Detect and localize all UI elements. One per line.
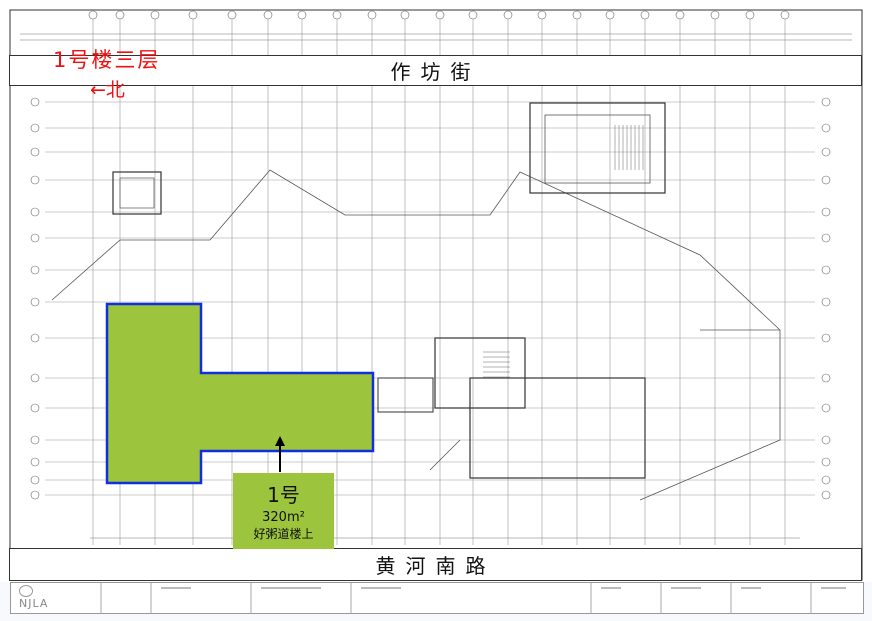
grid-axis-bubble — [30, 435, 40, 445]
grid-axis-bubble — [150, 10, 160, 20]
grid-axis-bubble — [468, 10, 478, 20]
grid-axis-bubble — [821, 207, 831, 217]
grid-axis-bubble — [821, 333, 831, 343]
grid-axis-bubble — [188, 10, 198, 20]
stair-core-west-inner — [119, 177, 155, 209]
grid-axis-bubble — [30, 97, 40, 107]
unit-area: 320m² — [262, 510, 305, 525]
grid-axis-bubble — [821, 457, 831, 467]
stair-core-center — [434, 337, 526, 409]
grid-axis-bubble — [30, 457, 40, 467]
floor-plan-drawing — [9, 9, 863, 581]
grid-axis-bubble — [821, 475, 831, 485]
grid-axis-bubble — [88, 10, 98, 20]
grid-axis-bubble — [821, 435, 831, 445]
grid-axis-bubble — [297, 10, 307, 20]
stair-core-north — [529, 102, 666, 194]
grid-axis-bubble — [640, 10, 650, 20]
grid-axis-bubble — [605, 10, 615, 20]
unit-number: 1号 — [267, 483, 300, 507]
grid-axis-bubble — [537, 10, 547, 20]
grid-axis-bubble — [821, 147, 831, 157]
grid-axis-bubble — [227, 10, 237, 20]
grid-axis-bubble — [710, 10, 720, 20]
building-room-east — [469, 377, 646, 479]
grid-axis-bubble — [30, 475, 40, 485]
grid-axis-bubble — [503, 10, 513, 20]
grid-axis-bubble — [30, 147, 40, 157]
unit-1-label-box: 1号 320m² 好粥道楼上 — [233, 473, 334, 549]
floor-plan-sheet: 作坊街 黄河南路 1号 320m² 好粥道楼上 1号楼三层 ←北 — [9, 9, 863, 581]
grid-axis-bubble — [30, 233, 40, 243]
grid-axis-bubble — [821, 403, 831, 413]
grid-axis-bubble — [821, 373, 831, 383]
roof-ridge-line — [639, 329, 781, 501]
grid-axis-bubble — [821, 233, 831, 243]
title-block-grid — [100, 583, 846, 613]
grid-axis-bubble — [30, 403, 40, 413]
grid-axis-bubble — [30, 333, 40, 343]
grid-axis-bubble — [367, 10, 377, 20]
street-bottom: 黄河南路 — [9, 548, 862, 581]
grid-axis-bubble — [30, 175, 40, 185]
roof-ridge-line — [209, 169, 781, 331]
stair-core-west — [112, 171, 162, 215]
logo-icon — [19, 585, 33, 597]
street-top: 作坊街 — [9, 55, 862, 86]
roof-ridge-line — [51, 239, 210, 301]
grid-axis-bubble — [115, 10, 125, 20]
grid-axis-bubble — [745, 10, 755, 20]
grid-axis-bubble — [821, 97, 831, 107]
grid-axis-bubble — [821, 490, 831, 500]
grid-axis-bubble — [675, 10, 685, 20]
grid-axis-bubble — [821, 123, 831, 133]
grid-axis-bubble — [572, 10, 582, 20]
grid-axis-bubble — [30, 265, 40, 275]
grid-axis-bubble — [780, 10, 790, 20]
logo-text: NJLA — [19, 597, 49, 610]
north-arrow-label: ←北 — [90, 79, 125, 101]
sheet-border — [9, 9, 863, 581]
stair-core-inner — [544, 114, 651, 184]
grid-axis-bubble — [435, 10, 445, 20]
building-room-corridor — [377, 377, 434, 413]
grid-axis-bubble — [263, 10, 273, 20]
roof-ridge-line — [429, 439, 461, 471]
grid-axis-bubble — [30, 373, 40, 383]
grid-axis-bubble — [821, 297, 831, 307]
grid-axis-bubble — [821, 175, 831, 185]
unit-location: 好粥道楼上 — [253, 527, 314, 541]
street-bottom-label: 黄河南路 — [375, 554, 496, 578]
grid-axis-bubble — [332, 10, 342, 20]
grid-axis-bubble — [30, 123, 40, 133]
grid-axis-bubble — [30, 207, 40, 217]
grid-axis-bubble — [30, 490, 40, 500]
grid-axis-bubble — [30, 297, 40, 307]
title-block: NJLA — [10, 582, 864, 614]
grid-axis-bubble — [400, 10, 410, 20]
floor-label: 1号楼三层 — [53, 48, 161, 72]
grid-axis-bubble — [821, 265, 831, 275]
street-top-label: 作坊街 — [390, 60, 481, 84]
